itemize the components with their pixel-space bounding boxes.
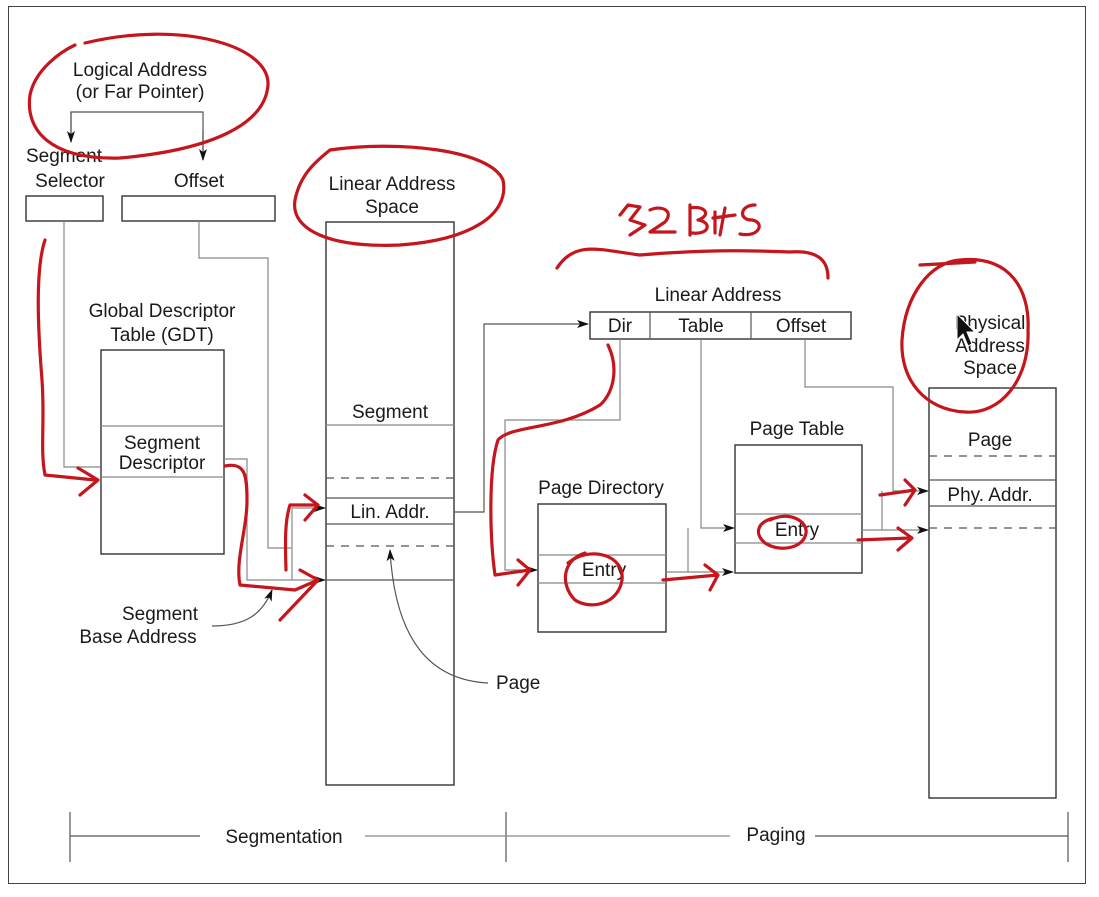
ink-path-dir-to-directory [489,343,616,587]
gdt-box [100,349,225,555]
logical-address-sublabel: (or Far Pointer) [76,82,205,103]
to-lin-addr-arrow [291,504,326,580]
note-32-bits [618,203,761,237]
circle-logical-address [27,32,270,160]
logical-address-label: Logical Address [73,60,207,81]
page-pointer-label: Page [496,673,540,694]
ink-arrow-pt-to-page [856,526,914,552]
ink-arrow-pd-to-pt [661,563,720,592]
circle-pd-entry [563,551,624,607]
linear-address-space-sublabel: Space [365,197,419,218]
descriptor-to-base-line [224,458,292,581]
linear-address-space-label: Linear Address [329,174,456,195]
ink-path-descriptor-to-base [223,463,320,622]
gdt-sublabel: Table (GDT) [110,325,213,346]
page-table-entry: Entry [775,520,820,541]
page-label: Page [968,430,1012,451]
circle-linear-address-space [293,144,506,247]
gdt-label: Global Descriptor [89,301,236,322]
handwritten-annotations [27,32,1030,622]
page-directory-title: Page Directory [538,478,664,499]
table-to-page-table-arrow [700,339,735,532]
segment-base-pointer [211,589,273,627]
lin-addr-to-linear-address-arrow [454,320,589,513]
segment-descriptor-sublabel: Descriptor [119,453,206,474]
paging-label: Paging [746,825,805,846]
page-pointer [386,549,489,684]
offset-label: Offset [174,171,225,192]
offset-to-linear-line [198,221,292,549]
segmentation-label: Segmentation [225,827,342,848]
page-table-title: Page Table [750,419,845,440]
phy-addr-label: Phy. Addr. [947,485,1032,506]
ink-arrow-offset-to-phy [878,478,917,507]
linear-field-offset: Offset [776,316,827,337]
segment-label: Segment [352,402,429,423]
linear-address-space-box [325,221,455,786]
selector-to-gdt-line [63,221,100,468]
physical-address-space-sublabel-2: Space [963,358,1017,379]
lin-addr-label: Lin. Addr. [350,502,429,523]
circle-physical-address-space [900,257,1030,414]
linear-field-dir: Dir [608,316,633,337]
ink-path-selector-to-gdt [36,238,100,497]
segment-selector-sublabel: Selector [35,171,105,192]
dir-to-page-directory-arrow [504,339,621,574]
ink-path-to-lin-addr [283,493,320,572]
linear-field-table: Table [678,316,723,337]
brace-32-bits [555,247,830,280]
mouse-cursor-icon [956,312,977,347]
linear-address-title: Linear Address [655,285,782,306]
page-directory-entry: Entry [582,560,627,581]
offset-box [121,195,276,222]
segment-descriptor-label: Segment [124,433,201,454]
segment-selector-box [25,195,104,222]
page-table-box [734,444,863,574]
segment-base-address-sublabel: Base Address [79,627,196,648]
circle-pt-entry [756,514,808,550]
page-directory-box [537,503,667,633]
physical-address-space-sublabel: Address [955,336,1025,357]
linear-address-box [589,311,852,340]
segment-selector-label: Segment [26,146,103,167]
segment-base-address-label: Segment [122,604,199,625]
